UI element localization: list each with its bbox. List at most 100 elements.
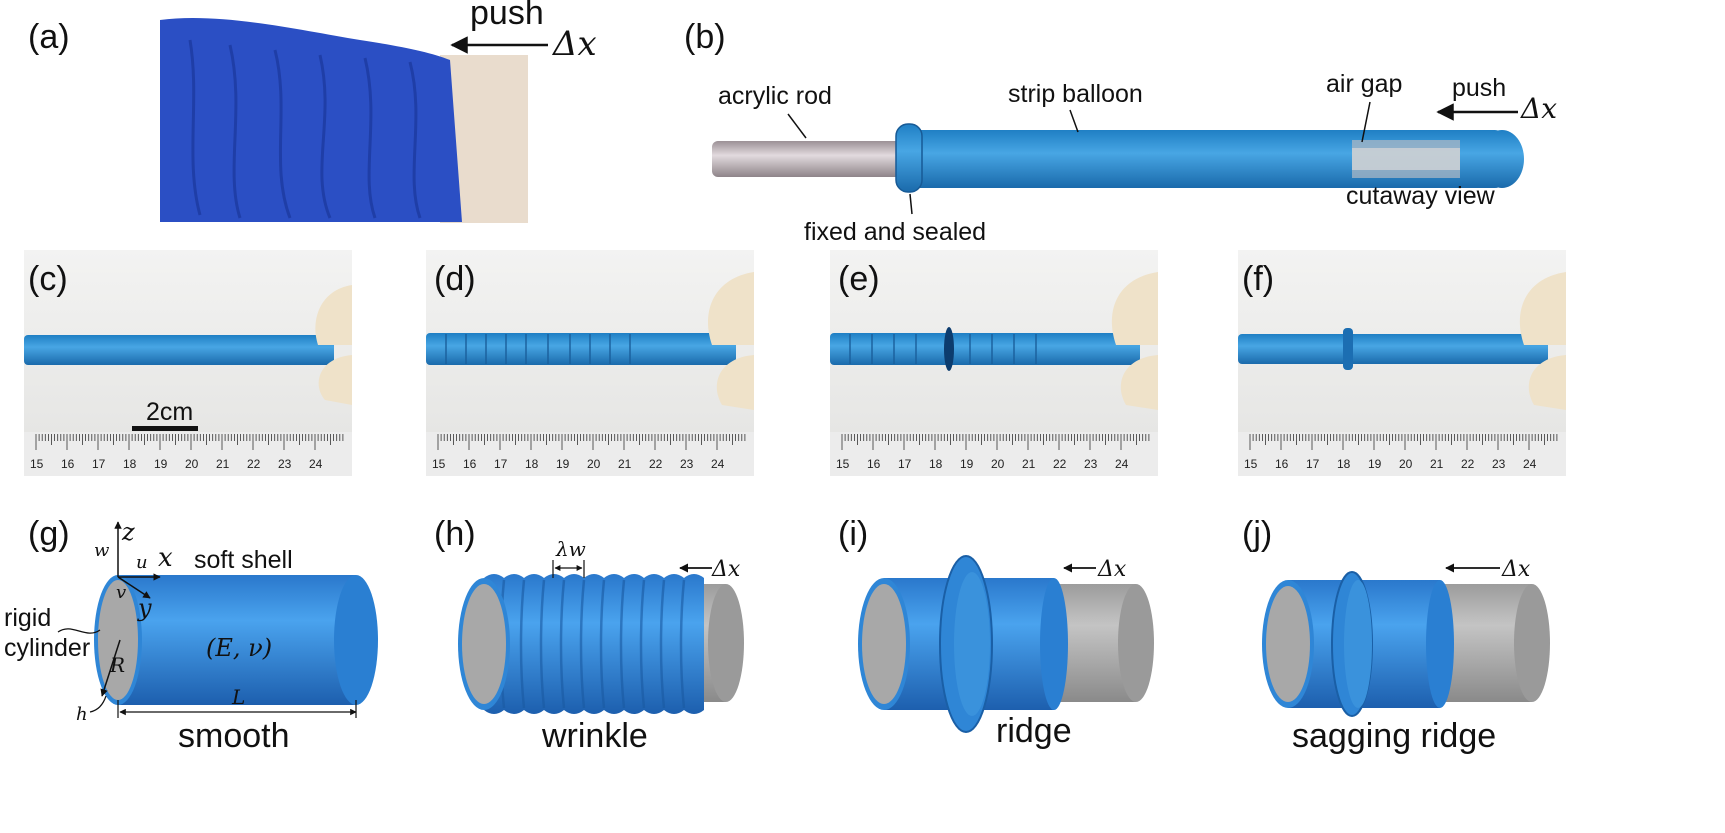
dx-label-b: Δx <box>1520 92 1557 125</box>
caption-ridge: ridge <box>996 712 1072 750</box>
ruler-number: 19 <box>154 457 168 471</box>
finger-bottom-f <box>1528 355 1566 410</box>
strip-balloon-leader <box>1069 109 1079 133</box>
ruler-number: 20 <box>1399 457 1413 471</box>
ruler-number: 18 <box>1337 457 1351 471</box>
air-gap-leader <box>1361 101 1371 143</box>
finger-bottom-c <box>318 355 352 405</box>
shell-edge-j <box>1426 580 1454 708</box>
R-label: R <box>109 653 125 677</box>
ridge-ring-inner <box>954 572 990 716</box>
rigid-face-j <box>1266 586 1310 702</box>
balloon-c <box>24 335 334 365</box>
ruler-number: 16 <box>463 457 477 471</box>
scale-bar <box>132 426 198 431</box>
lambda-label: λw <box>555 537 586 561</box>
soft-shell-body <box>118 575 356 705</box>
panel-d-label: (d) <box>434 260 476 298</box>
rigid-face-i <box>862 584 906 704</box>
R-arrow <box>100 639 121 697</box>
ruler-number: 18 <box>123 457 137 471</box>
ruler-number: 17 <box>1306 457 1320 471</box>
ruler-number: 18 <box>929 457 943 471</box>
panel-i-label: (i) <box>838 515 868 553</box>
rigid-label: rigid <box>4 604 51 632</box>
ruler-number: 15 <box>836 457 850 471</box>
wrinkled-shell <box>484 574 704 714</box>
panel-i: (i) Δx ridge <box>838 515 1154 750</box>
panel-b-label: (b) <box>684 18 726 56</box>
ruler-number: 23 <box>278 457 292 471</box>
ruler-number: 23 <box>680 457 694 471</box>
ruler-number: 17 <box>898 457 912 471</box>
cylinder-label: cylinder <box>4 634 90 662</box>
finger-bottom-d <box>716 355 754 410</box>
acrylic-rod-label: acrylic rod <box>718 82 832 110</box>
rigid-face-h <box>462 584 506 704</box>
v-label: v <box>116 582 126 603</box>
fixed-leader <box>909 193 913 215</box>
shell-right-end <box>334 575 378 705</box>
h-leader <box>89 695 107 713</box>
finger-top-c <box>315 285 352 345</box>
rigid-face <box>98 580 138 700</box>
L-label: L <box>231 685 245 709</box>
ruler-number: 21 <box>1022 457 1036 471</box>
balloon-tip <box>1480 130 1524 188</box>
dx-label-h: Δx <box>711 557 741 582</box>
ruler-number: 21 <box>1430 457 1444 471</box>
ruler-number: 24 <box>711 457 725 471</box>
ruler-number: 15 <box>432 457 446 471</box>
ruler-number: 23 <box>1492 457 1506 471</box>
ruler-number: 20 <box>991 457 1005 471</box>
ruler-number: 19 <box>1368 457 1382 471</box>
ruler-number: 16 <box>61 457 75 471</box>
fixed-label: fixed and sealed <box>804 218 986 246</box>
wrinkles-d <box>445 334 631 364</box>
w-label: w <box>94 540 110 561</box>
y-label: y <box>137 594 152 622</box>
u-label: u <box>136 552 148 573</box>
ruler-number: 24 <box>1523 457 1537 471</box>
scale-bar-label: 2cm <box>146 398 193 426</box>
caption-sagging-ridge: sagging ridge <box>1292 717 1496 755</box>
acrylic-rod <box>712 141 912 177</box>
fixed-collar <box>895 123 923 193</box>
ruler-number: 24 <box>1115 457 1129 471</box>
ruler-number: 19 <box>960 457 974 471</box>
panel-j: (j) Δx sagging ridge <box>1242 515 1550 755</box>
h-label: h <box>76 704 88 725</box>
ruler-number: 17 <box>92 457 106 471</box>
ruler-number: 15 <box>30 457 44 471</box>
panel-h-label: (h) <box>434 515 476 553</box>
push-label: push <box>470 0 544 32</box>
ruler-number: 17 <box>494 457 508 471</box>
finger-top-d <box>707 272 754 345</box>
ruler-number: 24 <box>309 457 323 471</box>
panel-f-label: (f) <box>1242 260 1274 298</box>
panel-b: (b) acrylic rod strip balloon air gap pu… <box>684 18 1557 246</box>
rigid-end-h <box>708 584 744 702</box>
panel-e-label: (e) <box>838 260 880 298</box>
soft-shell-label: soft shell <box>194 546 293 574</box>
ruler-number: 21 <box>216 457 230 471</box>
finger-top-f <box>1519 272 1566 345</box>
ruler-number: 23 <box>1084 457 1098 471</box>
panel-g: (g) z w u x v y soft shell rigid cylinde… <box>4 515 378 755</box>
ruler-number: 18 <box>525 457 539 471</box>
caption-smooth: smooth <box>178 717 290 755</box>
finger-top-e <box>1111 272 1158 345</box>
panel-g-label: (g) <box>28 515 70 553</box>
dx-label: Δx <box>551 24 597 64</box>
rigid-leader <box>57 628 101 634</box>
cutaway-label: cutaway view <box>1346 182 1496 210</box>
ruler-number: 20 <box>587 457 601 471</box>
sleeve-folds <box>188 39 422 219</box>
push-label-b: push <box>1452 74 1506 102</box>
panel-j-label: (j) <box>1242 515 1272 553</box>
